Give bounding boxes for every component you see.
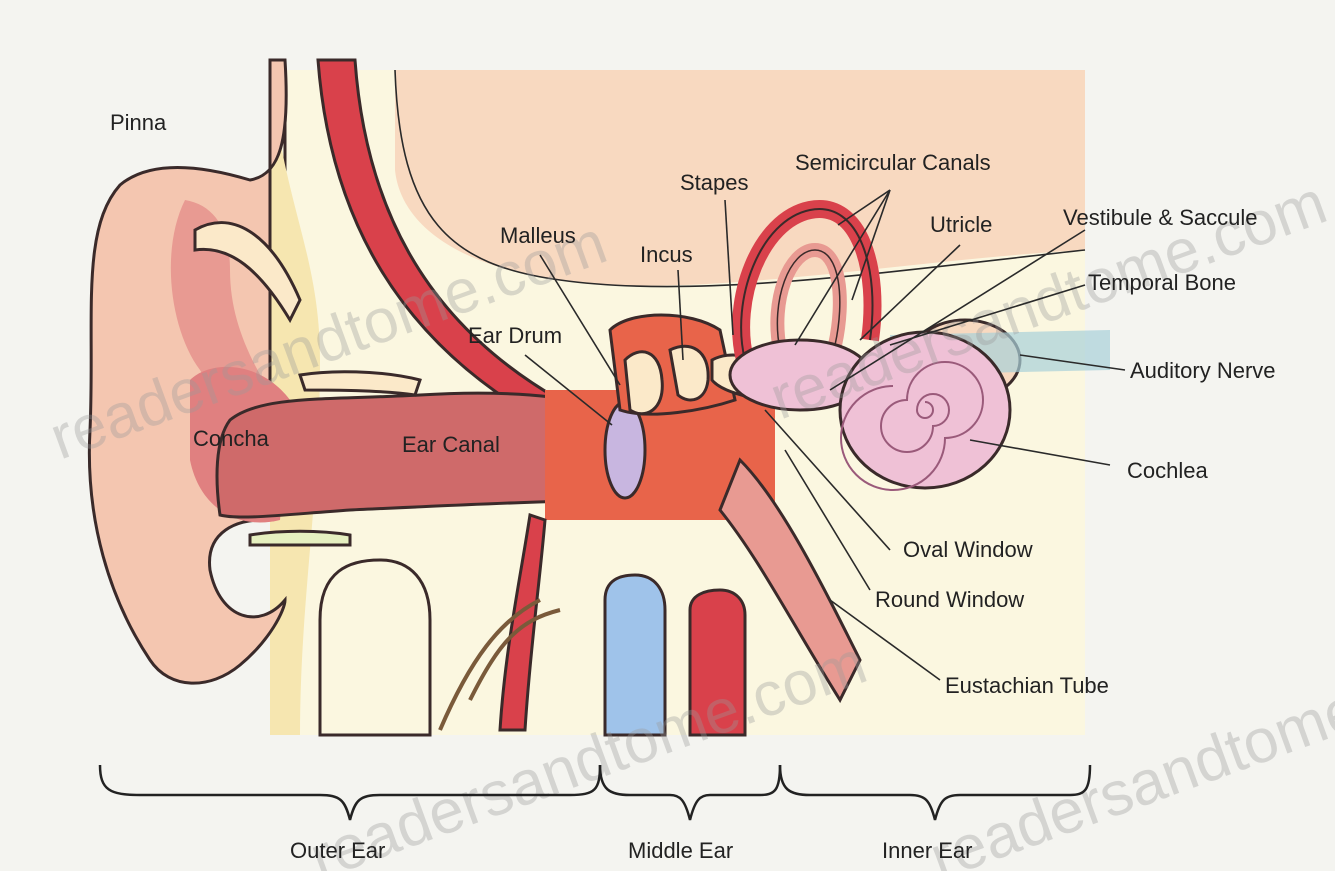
label-middle-ear: Middle Ear — [628, 838, 733, 863]
label-auditory-nerve: Auditory Nerve — [1130, 358, 1276, 383]
jaw-condyle — [320, 560, 430, 735]
label-round-window: Round Window — [875, 587, 1024, 612]
label-semicircular-canals: Semicircular Canals — [795, 150, 991, 175]
label-incus: Incus — [640, 242, 693, 267]
small-cartilage — [250, 531, 350, 545]
label-temporal-bone: Temporal Bone — [1088, 270, 1236, 295]
label-inner-ear: Inner Ear — [882, 838, 973, 863]
label-malleus: Malleus — [500, 223, 576, 248]
label-concha: Concha — [193, 426, 270, 451]
label-ear-canal: Ear Canal — [402, 432, 500, 457]
label-pinna: Pinna — [110, 110, 167, 135]
label-cochlea: Cochlea — [1127, 458, 1208, 483]
label-ear-drum: Ear Drum — [468, 323, 562, 348]
label-outer-ear: Outer Ear — [290, 838, 385, 863]
ear-drum-membrane — [605, 402, 645, 498]
label-oval-window: Oval Window — [903, 537, 1033, 562]
label-utricle: Utricle — [930, 212, 992, 237]
label-stapes: Stapes — [680, 170, 749, 195]
label-vestibule-saccule: Vestibule & Saccule — [1063, 205, 1257, 230]
malleus-bone — [625, 352, 662, 414]
label-eustachian-tube: Eustachian Tube — [945, 673, 1109, 698]
